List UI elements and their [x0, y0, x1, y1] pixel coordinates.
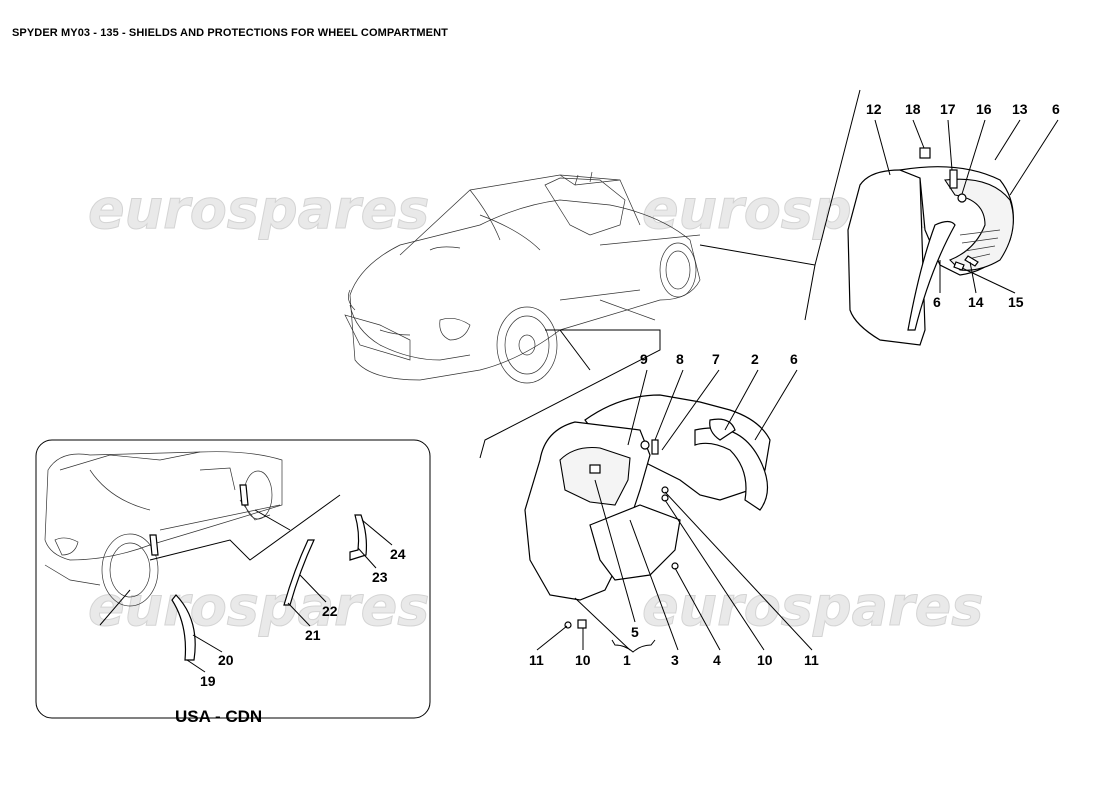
- callout-20: 20: [218, 652, 234, 668]
- callout-24: 24: [390, 546, 406, 562]
- callout-14: 14: [968, 294, 984, 310]
- inset-label: USA - CDN: [175, 707, 262, 726]
- front-arch-callouts: 9 8 7 2 6 11 10 1 5 3 4 10 11: [529, 351, 819, 668]
- page-title: SPYDER MY03 - 135 - SHIELDS AND PROTECTI…: [12, 27, 448, 39]
- callout-10-right: 10: [757, 652, 773, 668]
- callout-19: 19: [200, 673, 216, 689]
- callout-3: 3: [671, 652, 679, 668]
- callout-7: 7: [712, 351, 720, 367]
- callout-9: 9: [640, 351, 648, 367]
- leader-lines-main: [479, 89, 861, 459]
- callout-1: 1: [623, 652, 631, 668]
- rear-arch-detail: [847, 147, 1014, 346]
- callout-2: 2: [751, 351, 759, 367]
- callout-23: 23: [372, 569, 388, 585]
- callout-17: 17: [940, 101, 956, 117]
- callout-15: 15: [1008, 294, 1024, 310]
- watermark-bottom-right: eurospares: [642, 575, 983, 638]
- callout-11-right: 11: [804, 652, 819, 668]
- callout-22: 22: [322, 603, 338, 619]
- callout-11-left: 11: [529, 652, 544, 668]
- callout-13: 13: [1012, 101, 1028, 117]
- callout-6-center: 6: [790, 351, 798, 367]
- usa-cdn-inset: 19 20 21 22 23 24 USA - CDN: [35, 439, 431, 726]
- callout-12: 12: [866, 101, 882, 117]
- callout-6-mid: 6: [933, 294, 941, 310]
- callout-4: 4: [713, 652, 721, 668]
- watermark-bottom-left: eurospares: [88, 575, 429, 638]
- watermark-top-left: eurospares: [88, 178, 429, 241]
- inset-car-illustration: [44, 451, 283, 607]
- callout-18: 18: [905, 101, 921, 117]
- callout-21: 21: [305, 627, 321, 643]
- rear-arch-callouts: 12 18 17 16 13 6 6 14 15: [866, 101, 1060, 310]
- front-arch-detail: [524, 394, 771, 629]
- inset-leader-lines: [99, 494, 341, 626]
- callout-8: 8: [676, 351, 684, 367]
- callout-6-top: 6: [1052, 101, 1060, 117]
- callout-5: 5: [631, 624, 639, 640]
- car-illustration: [344, 171, 701, 384]
- callout-16: 16: [976, 101, 992, 117]
- callout-10-left: 10: [575, 652, 591, 668]
